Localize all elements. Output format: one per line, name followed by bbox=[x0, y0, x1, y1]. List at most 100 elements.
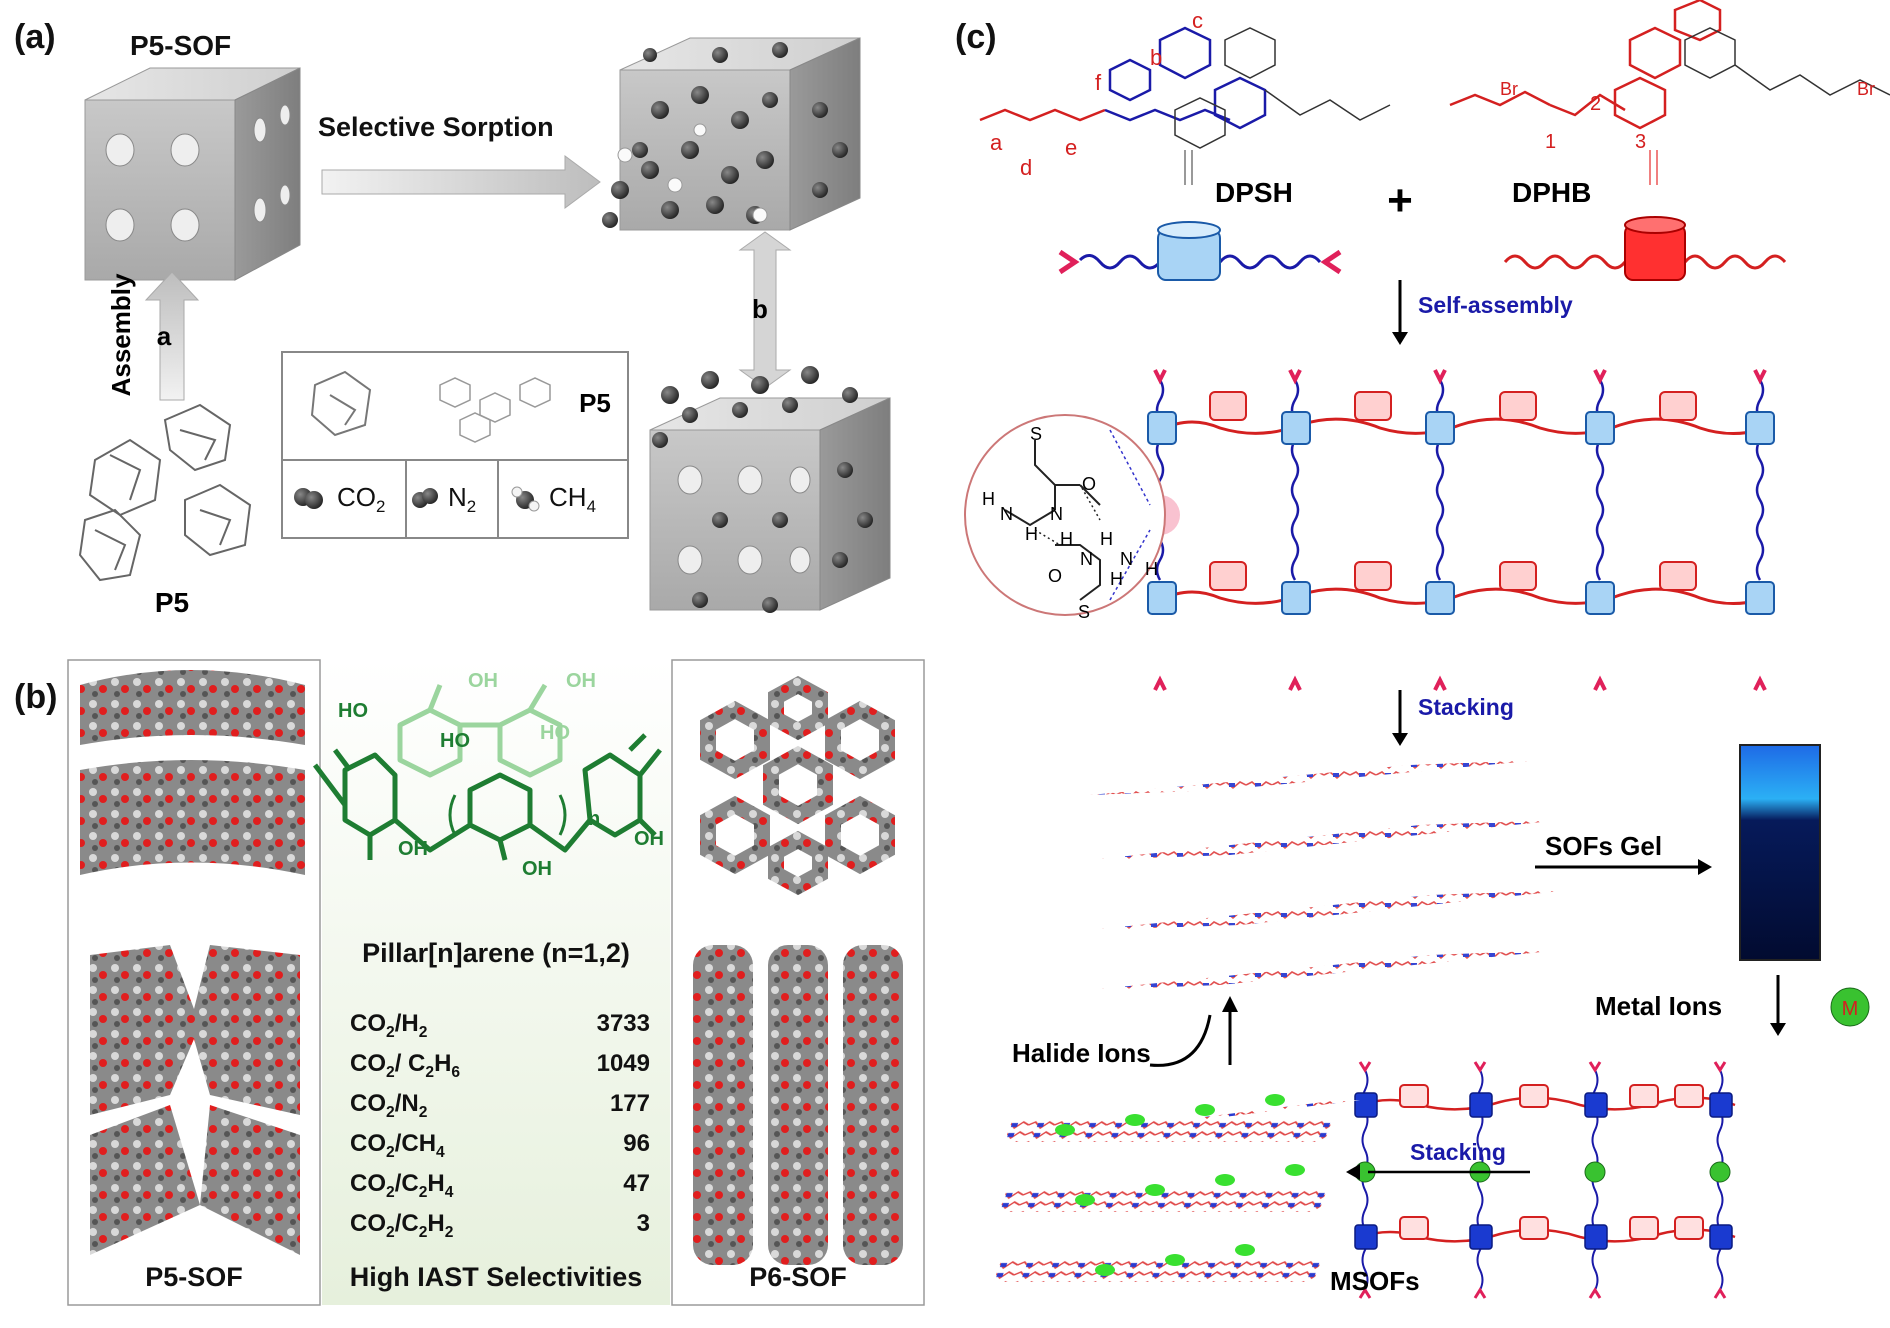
legend-p5-label: P5 bbox=[579, 388, 611, 418]
self-assembly-label: Self-assembly bbox=[1418, 292, 1573, 318]
sofs-gel-arrowhead bbox=[1698, 859, 1712, 875]
legend-co2: CO2 bbox=[337, 482, 386, 517]
chain-number-3: 3 bbox=[1635, 131, 1646, 153]
oh-label-1: OH bbox=[468, 670, 498, 692]
assembly-arrow bbox=[144, 271, 200, 401]
msof-stacked-sheets bbox=[993, 1094, 1360, 1282]
p5-molecules bbox=[78, 403, 252, 582]
zoom-atom-h2: H bbox=[1025, 524, 1038, 544]
step-b-label: b bbox=[752, 294, 768, 324]
dphb-label: DPHB bbox=[1512, 177, 1591, 208]
ho-label-2: HO bbox=[440, 730, 470, 752]
stacking-label-top: Stacking bbox=[1418, 694, 1514, 720]
dpsh-axle bbox=[1058, 221, 1342, 281]
p5-sof-structure-top bbox=[80, 670, 305, 875]
pillararene-name: Pillar[n]arene (n=1,2) bbox=[362, 938, 630, 968]
atom-letter-b: b bbox=[1150, 45, 1162, 70]
atom-letter-f: f bbox=[1095, 70, 1102, 95]
msofs-label: MSOFs bbox=[1330, 1266, 1420, 1296]
metal-ions-label: Metal Ions bbox=[1595, 991, 1722, 1021]
p6-sof-structure-bottom bbox=[693, 945, 903, 1265]
ho-label-1: HO bbox=[338, 700, 368, 722]
zoom-atom-s-bottom: S bbox=[1078, 602, 1090, 622]
empty-sof-cube bbox=[84, 67, 301, 281]
pillararene-structure bbox=[313, 683, 662, 861]
dpsh-label: DPSH bbox=[1215, 177, 1293, 208]
gel-vial bbox=[1739, 744, 1821, 961]
zoom-atom-n3: N bbox=[1080, 549, 1093, 569]
oh-label-5: OH bbox=[634, 828, 664, 850]
p6-sof-structure-top bbox=[700, 675, 895, 896]
selectivity-caption: High IAST Selectivities bbox=[349, 1262, 643, 1292]
sof-stacked-sheets bbox=[1090, 760, 1570, 990]
oh-label-2: OH bbox=[566, 670, 596, 692]
halide-ions-label: Halide Ions bbox=[1012, 1038, 1151, 1068]
atom-letter-d: d bbox=[1020, 155, 1032, 180]
stacking-arrowhead-top bbox=[1392, 733, 1408, 746]
dphb-axle bbox=[1503, 216, 1787, 281]
p5-sof-title: P5-SOF bbox=[130, 30, 232, 61]
selectivity-background bbox=[322, 660, 670, 1305]
zoom-atom-h1: H bbox=[982, 489, 995, 509]
p5-label: P5 bbox=[155, 587, 189, 618]
zoom-atom-n1: N bbox=[1050, 504, 1063, 524]
zoom-atom-s-top: S bbox=[1030, 424, 1042, 444]
bromine-left: Br bbox=[1500, 79, 1518, 99]
panel-a-graphic: a b Assembly P5 P5 bbox=[78, 37, 891, 618]
metal-sof-network bbox=[1354, 1061, 1736, 1299]
atom-letter-c: c bbox=[1192, 8, 1203, 33]
selective-sorption-label: Selective Sorption bbox=[318, 112, 554, 142]
double-arrow-b bbox=[738, 231, 792, 389]
plus-sign: + bbox=[1387, 176, 1413, 225]
panel-c-label: (c) bbox=[955, 18, 997, 56]
sof-network bbox=[1140, 369, 1775, 691]
oh-label-3: OH bbox=[398, 838, 428, 860]
panel-b-graphic bbox=[67, 659, 925, 1306]
loaded-sof-cube-top bbox=[602, 37, 861, 231]
p5-sof-caption: P5-SOF bbox=[145, 1262, 243, 1292]
self-assembly-arrowhead bbox=[1392, 332, 1408, 345]
step-a-label: a bbox=[157, 321, 172, 351]
panel-b-label: (b) bbox=[14, 678, 58, 716]
zoom-atom-h3: H bbox=[1060, 529, 1073, 549]
legend-ch4: CH4 bbox=[549, 482, 596, 517]
ho-label-3: HO bbox=[540, 722, 570, 744]
metal-ions-arrowhead bbox=[1770, 1023, 1786, 1036]
loaded-sof-cube-bottom bbox=[649, 366, 891, 613]
zoom-atom-o-top: O bbox=[1082, 474, 1096, 494]
zoom-atom-o-bottom: O bbox=[1048, 566, 1062, 586]
dphb-molecule bbox=[1449, 0, 1890, 185]
zoom-atom-h4: H bbox=[1100, 529, 1113, 549]
metal-ion-icon bbox=[1830, 987, 1870, 1027]
halide-curve bbox=[1149, 1014, 1212, 1067]
p6-sof-caption: P6-SOF bbox=[749, 1262, 847, 1292]
hydrogen-bond-zoom bbox=[964, 414, 1166, 616]
oh-label-4: OH bbox=[522, 858, 552, 880]
zoom-atom-n4: N bbox=[1120, 549, 1133, 569]
zoom-atom-n2: N bbox=[1000, 504, 1013, 524]
atom-letter-e: e bbox=[1065, 135, 1077, 160]
chain-number-2: 2 bbox=[1590, 93, 1601, 115]
legend-n2: N2 bbox=[448, 482, 477, 517]
stacking-arrowhead-bottom bbox=[1346, 1164, 1360, 1180]
halide-arrowhead bbox=[1222, 996, 1238, 1012]
n-subscript-label: n bbox=[588, 808, 601, 830]
zoom-atom-h5: H bbox=[1110, 569, 1123, 589]
dpsh-molecule bbox=[979, 26, 1391, 185]
metal-ion-symbol: M bbox=[1842, 998, 1859, 1020]
p5-sof-structure-bottom bbox=[90, 945, 300, 1255]
sofs-gel-label: SOFs Gel bbox=[1545, 831, 1662, 861]
panel-a-label: (a) bbox=[14, 18, 56, 56]
chain-number-1: 1 bbox=[1545, 131, 1556, 153]
selective-sorption-arrow bbox=[321, 155, 601, 209]
stacking-label-bottom: Stacking bbox=[1410, 1139, 1506, 1165]
zoom-atom-h6: H bbox=[1145, 559, 1158, 579]
assembly-label: Assembly bbox=[106, 273, 136, 396]
atom-letter-a: a bbox=[990, 130, 1003, 155]
